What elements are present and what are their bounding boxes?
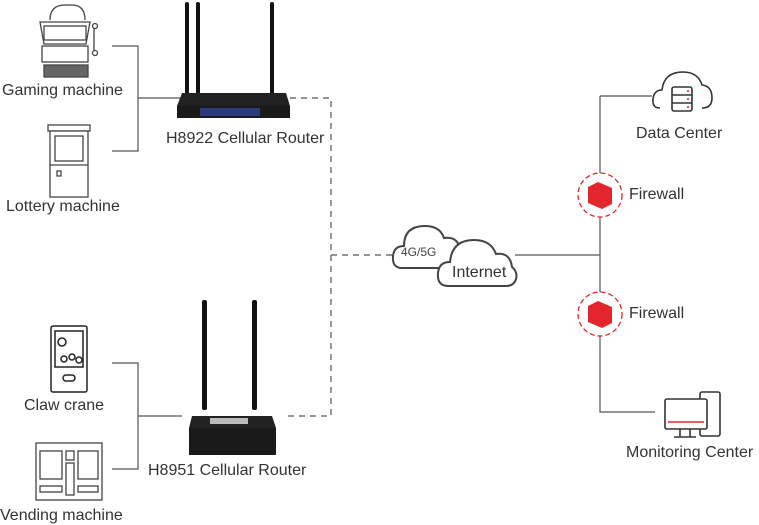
router-cloud-dashed-link	[288, 97, 395, 417]
gaming-lottery-connector	[112, 45, 180, 152]
monitoring-center-label: Monitoring Center	[626, 444, 754, 461]
cellular-label: 4G/5G	[401, 245, 437, 259]
internet-cloud-icon	[436, 238, 518, 287]
firewall-label-2: Firewall	[629, 305, 685, 322]
gaming-machine-label: Gaming machine	[2, 82, 123, 99]
lottery-machine-icon	[47, 124, 91, 198]
right-trunk	[515, 95, 655, 413]
monitoring-center-icon	[664, 391, 721, 438]
data-center-label: Data Center	[636, 125, 723, 142]
vending-machine-icon	[35, 442, 103, 501]
h8922-router-label: H8922 Cellular Router	[166, 130, 325, 147]
claw-crane-label: Claw crane	[24, 397, 105, 414]
h8922-router-image	[177, 2, 290, 118]
firewall-icon-1	[577, 172, 623, 218]
h8951-router-label: H8951 Cellular Router	[148, 462, 307, 479]
internet-label: Internet	[452, 264, 507, 281]
firewall-icon-2	[577, 291, 623, 337]
h8951-router-image	[189, 300, 276, 455]
firewall-label-1: Firewall	[629, 186, 685, 203]
claw-vending-connector	[112, 362, 182, 470]
lottery-machine-label: Lottery machine	[6, 198, 120, 215]
gaming-machine-icon	[39, 4, 99, 78]
data-center-icon	[652, 71, 713, 112]
vending-machine-label: Vending machine	[0, 507, 123, 524]
claw-crane-icon	[50, 325, 88, 393]
